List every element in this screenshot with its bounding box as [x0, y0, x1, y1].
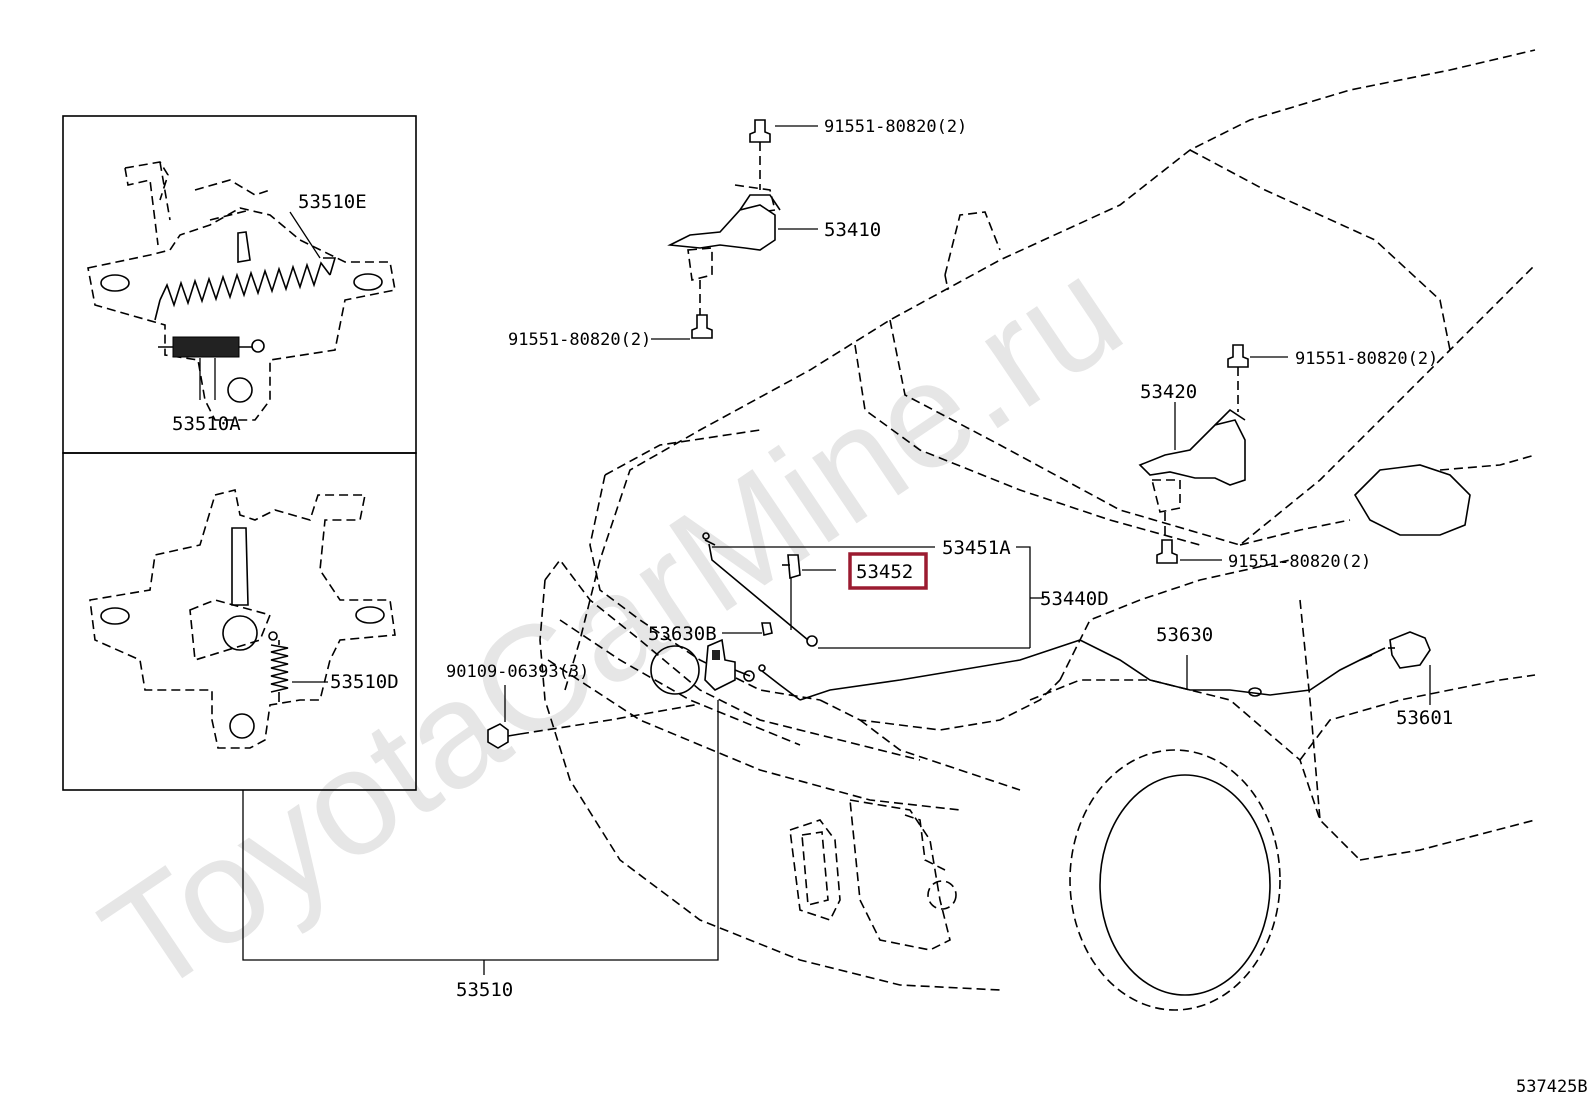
- label-53601[interactable]: 53601: [1396, 707, 1453, 729]
- label-bolt-front-bottom[interactable]: 91551-80820(2): [508, 330, 651, 350]
- label-bolt-rear-bottom[interactable]: 91551-80820(2): [1228, 552, 1371, 572]
- label-53410[interactable]: 53410: [824, 219, 881, 241]
- label-53630B[interactable]: 53630B: [648, 623, 717, 645]
- label-53510D[interactable]: 53510D: [330, 671, 399, 693]
- label-53630[interactable]: 53630: [1156, 624, 1213, 646]
- inset-box-lower: [62, 452, 417, 791]
- hood-lock-assembly: [704, 622, 801, 701]
- vehicle-outline: [539, 49, 1536, 1011]
- label-53510A[interactable]: 53510A: [172, 413, 241, 435]
- highlight-box: [848, 552, 928, 590]
- diagram-reference: 537425B: [1516, 1077, 1588, 1097]
- label-53451A[interactable]: 53451A: [942, 537, 1011, 559]
- label-bolt-lock[interactable]: 90109-06393(3): [446, 662, 589, 682]
- label-53510[interactable]: 53510: [456, 979, 513, 1001]
- inset-box-upper: [62, 115, 417, 454]
- hood-support-rod: [702, 532, 818, 647]
- label-bolt-front-top[interactable]: 91551-80820(2): [824, 117, 967, 137]
- hood-rod-clip: [782, 554, 801, 580]
- part-labels: 53510E 53510A 53510D 53510 91551-80820(2…: [172, 117, 1588, 1097]
- hood-hinge-rear: [1138, 344, 1249, 564]
- hood-release-lever: [1388, 631, 1431, 669]
- label-bolt-rear-top[interactable]: 91551-80820(2): [1295, 349, 1438, 369]
- leader-lines: [242, 125, 1431, 975]
- label-53452[interactable]: 53452: [856, 561, 913, 583]
- label-53420[interactable]: 53420: [1140, 381, 1197, 403]
- hood-hinge-front: [667, 119, 781, 339]
- hood-release-cable: [799, 639, 1386, 701]
- label-53440D[interactable]: 53440D: [1040, 588, 1109, 610]
- label-53510E[interactable]: 53510E: [298, 191, 367, 213]
- lock-bolt: [487, 703, 701, 749]
